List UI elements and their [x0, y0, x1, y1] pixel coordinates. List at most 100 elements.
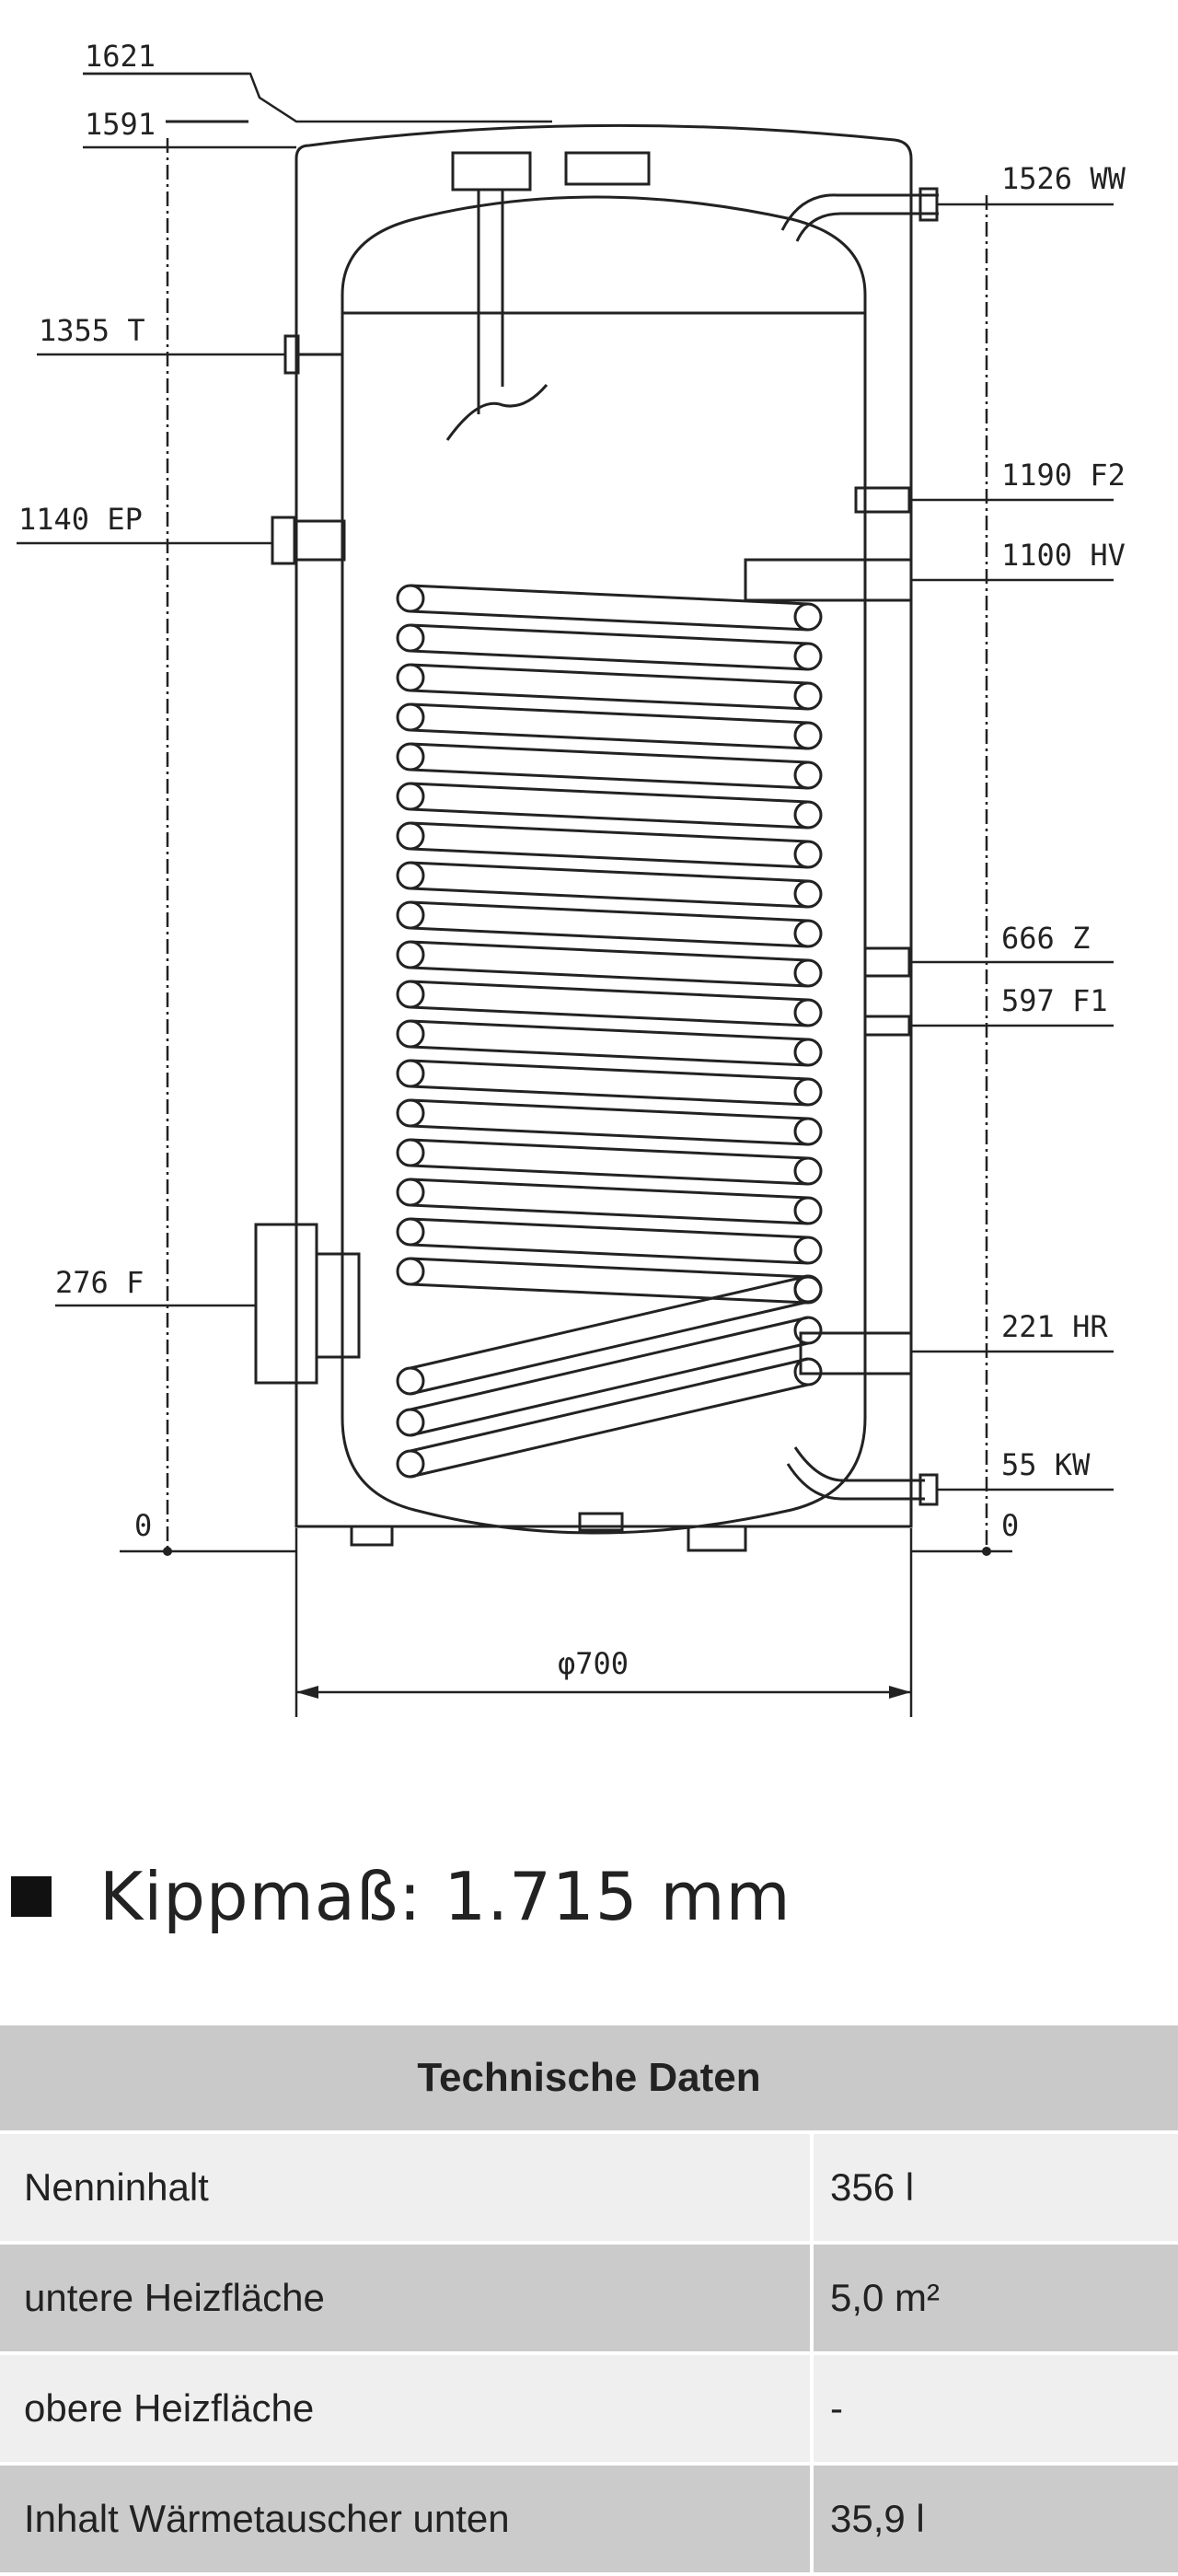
- dim-1591: 1591: [85, 107, 156, 142]
- lower-flange: [254, 1223, 318, 1385]
- dim-597-f1: 597 F1: [1001, 983, 1108, 1018]
- dim-zero-left: 0: [134, 1508, 152, 1543]
- coil-section-left: [396, 584, 425, 613]
- hv-sleeve: [744, 558, 913, 602]
- dim-zero-right: 0: [1001, 1508, 1019, 1543]
- dim-1140-ep: 1140 EP: [18, 502, 143, 537]
- coil-section-right: [793, 1156, 823, 1186]
- coil-return-winding: [410, 1274, 809, 1396]
- dim-1190-f2: 1190 F2: [1001, 458, 1126, 493]
- technical-data-table: Technische Daten Nenninhalt 356 l untere…: [0, 2025, 1178, 2576]
- top-anode-cap: [564, 151, 651, 186]
- row-label: untere Heizfläche: [0, 2243, 812, 2355]
- inner-vessel: [341, 195, 867, 1535]
- coil-section-left: [396, 980, 425, 1009]
- coil-section-right: [793, 642, 823, 671]
- coil-section-right: [793, 1236, 823, 1265]
- kippmass-text: Kippmaß: 1.715 mm: [99, 1858, 791, 1935]
- dim-666-z: 666 Z: [1001, 921, 1090, 956]
- coil-section-right: [793, 840, 823, 869]
- coil-winding: [410, 1019, 809, 1067]
- dim-diameter: φ700: [558, 1646, 629, 1681]
- coil-section-right: [793, 1316, 823, 1345]
- coil-winding: [410, 900, 809, 948]
- coil-section-left: [396, 742, 425, 772]
- coil-section-left: [396, 861, 425, 890]
- anode-break: [445, 384, 549, 441]
- tank-drawing: 1621 1591 1355 T 1140 EP 276 F 0 1526 WW…: [17, 39, 1126, 1717]
- bullet-square-icon: [11, 1876, 52, 1917]
- coil-winding: [410, 1217, 809, 1265]
- coil-winding: [410, 1059, 809, 1107]
- coil-winding: [410, 980, 809, 1027]
- coil-section-right: [793, 681, 823, 711]
- coil-section-left: [396, 900, 425, 930]
- coil-winding: [410, 1098, 809, 1146]
- coil-winding: [410, 1257, 809, 1305]
- heat-exchanger-coil: [396, 584, 823, 1479]
- coil-section-left: [396, 1449, 425, 1479]
- coil-section-left: [396, 1366, 425, 1396]
- row-value: 5,0 m²: [809, 2243, 1178, 2355]
- coil-winding: [410, 1138, 809, 1186]
- coil-return-winding: [410, 1357, 809, 1479]
- coil-winding: [410, 663, 809, 711]
- coil-section-right: [793, 800, 823, 830]
- drain: [578, 1512, 624, 1532]
- dim-1355-t: 1355 T: [39, 313, 145, 348]
- coil-section-right: [793, 998, 823, 1027]
- coil-section-right: [793, 721, 823, 750]
- ww-fitting: [918, 187, 939, 222]
- foot-right: [687, 1525, 747, 1552]
- foot-left: [350, 1525, 394, 1547]
- coil-winding: [410, 861, 809, 909]
- coil-section-left: [396, 782, 425, 811]
- coil-section-left: [396, 1408, 425, 1437]
- dim-221-hr: 221 HR: [1001, 1309, 1108, 1344]
- coil-section-right: [793, 760, 823, 790]
- coil-section-right: [793, 1274, 823, 1304]
- coil-section-left: [396, 623, 425, 653]
- table-row: Nenninhalt 356 l: [0, 2132, 1178, 2245]
- ep-sleeve: [271, 516, 296, 565]
- row-value: -: [809, 2353, 1178, 2466]
- coil-section-right: [793, 602, 823, 632]
- dim-55-kw: 55 KW: [1001, 1447, 1091, 1482]
- coil-section-left: [396, 1178, 425, 1207]
- coil-section-right: [793, 1196, 823, 1225]
- coil-section-left: [396, 1019, 425, 1049]
- table-row: Inhalt Wärmetauscher unten 35,9 l: [0, 2464, 1178, 2576]
- dim-1621: 1621: [85, 39, 156, 74]
- outer-casing: [294, 123, 913, 1528]
- ww-pipe: [780, 193, 939, 242]
- coil-winding: [410, 623, 809, 671]
- coil-section-left: [396, 1257, 425, 1286]
- coil-section-right: [793, 879, 823, 909]
- coil-section-left: [396, 702, 425, 732]
- coil-winding: [410, 1178, 809, 1225]
- coil-section-left: [396, 663, 425, 692]
- coil-section-left: [396, 1138, 425, 1167]
- dim-276-f: 276 F: [55, 1265, 144, 1300]
- storage-tank-diagram: 1621 1591 1355 T 1140 EP 276 F 0 1526 WW…: [17, 39, 1126, 1717]
- row-label: Inhalt Wärmetauscher unten: [0, 2464, 812, 2576]
- coil-winding: [410, 821, 809, 869]
- coil-section-right: [793, 1077, 823, 1107]
- coil-section-right: [793, 919, 823, 948]
- coil-return-winding: [410, 1316, 809, 1437]
- hr-sleeve: [799, 1331, 913, 1375]
- coil-section-left: [396, 1059, 425, 1088]
- coil-section-left: [396, 940, 425, 969]
- table-row: untere Heizfläche 5,0 m²: [0, 2243, 1178, 2355]
- coil-section-left: [396, 821, 425, 851]
- dim-1526-ww: 1526 WW: [1001, 161, 1126, 196]
- coil-section-right: [793, 958, 823, 988]
- coil-section-left: [396, 1098, 425, 1128]
- coil-winding: [410, 940, 809, 988]
- coil-winding: [410, 702, 809, 750]
- top-flange: [451, 151, 532, 191]
- coil-winding: [410, 584, 809, 632]
- row-label: Nenninhalt: [0, 2132, 812, 2245]
- coil-section-right: [793, 1038, 823, 1067]
- coil-section-left: [396, 1217, 425, 1247]
